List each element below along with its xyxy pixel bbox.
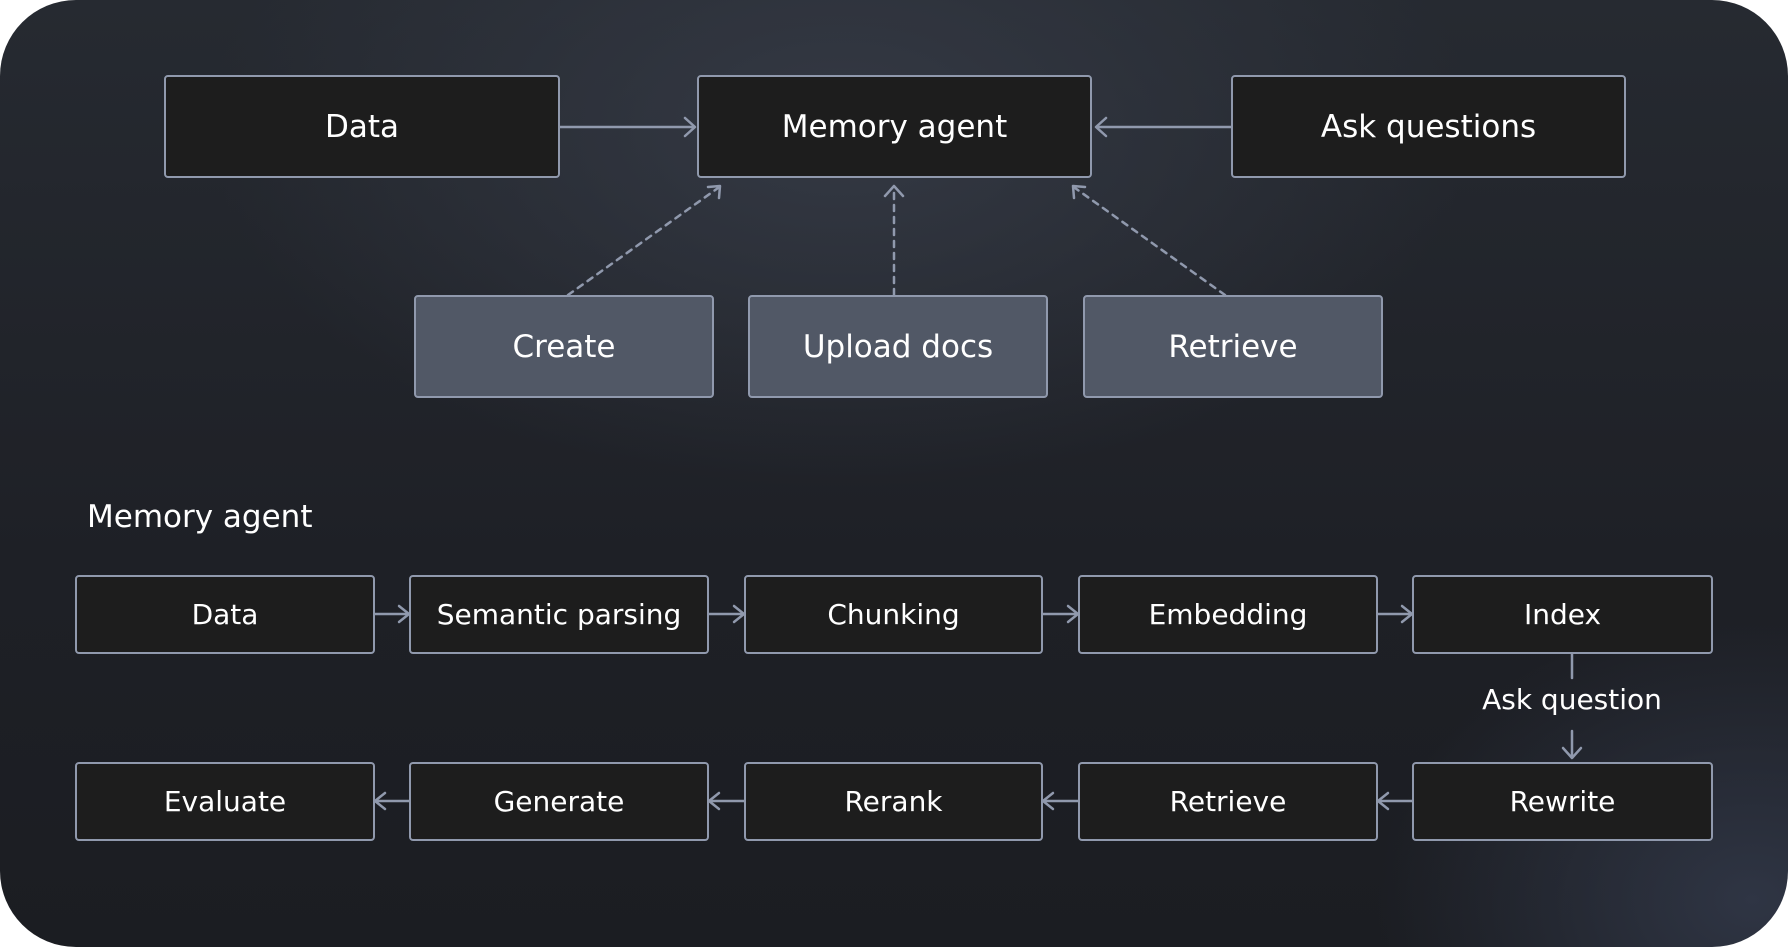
create-tool-node: Create	[414, 295, 714, 398]
ingest-step-embedding: Embedding	[1078, 575, 1378, 654]
retrieve-tool-node: Retrieve	[1083, 295, 1383, 398]
query-step-rewrite: Rewrite	[1412, 762, 1713, 841]
query-step-generate: Generate	[409, 762, 709, 841]
data-node: Data	[164, 75, 560, 178]
memory-agent-node: Memory agent	[697, 75, 1092, 178]
ask-questions-node: Ask questions	[1231, 75, 1626, 178]
upload-docs-tool-node: Upload docs	[748, 295, 1048, 398]
query-step-evaluate: Evaluate	[75, 762, 375, 841]
ingest-step-data: Data	[75, 575, 375, 654]
ask-question-label: Ask question	[1482, 683, 1662, 716]
ingest-step-chunking: Chunking	[744, 575, 1043, 654]
query-step-retrieve: Retrieve	[1078, 762, 1378, 841]
ingest-step-index: Index	[1412, 575, 1713, 654]
query-step-rerank: Rerank	[744, 762, 1043, 841]
section-title: Memory agent	[87, 499, 313, 535]
ingest-step-semantic-parsing: Semantic parsing	[409, 575, 709, 654]
